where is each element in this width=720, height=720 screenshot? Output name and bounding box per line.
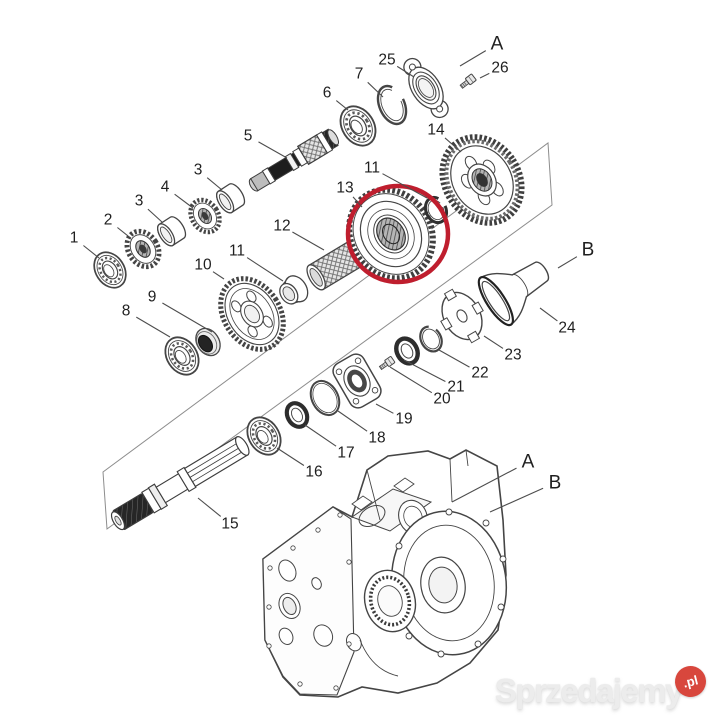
leader-line-17-27: [304, 424, 337, 447]
part-label-2-1: 2: [104, 212, 113, 229]
leader-line-B-19: [557, 256, 578, 269]
leader-line-20-24: [389, 366, 433, 394]
part-label-22-22: 22: [471, 365, 488, 382]
part-label-3-4: 3: [194, 162, 203, 179]
leader-line-8-18: [136, 316, 171, 338]
leader-line-21-23: [403, 359, 446, 382]
part-label-14-11: 14: [427, 122, 445, 139]
leader-line-24-20: [539, 307, 558, 322]
leader-line-11-15: [246, 257, 284, 282]
seal-21: [392, 335, 422, 367]
splined-coupling-12: [306, 241, 364, 291]
leader-line-9-17: [162, 302, 213, 333]
leader-line-23-21: [483, 335, 504, 349]
cone-cover-24: [477, 261, 550, 327]
part-label-B-19: B: [582, 240, 595, 261]
leader-line-3-4: [206, 177, 223, 191]
part-label-11-15: 11: [229, 243, 245, 260]
part-label-18-26: 18: [368, 430, 385, 447]
leader-line-16-28: [276, 447, 305, 466]
snap-ring-7: [376, 84, 408, 126]
leader-line-19-25: [375, 403, 394, 414]
part-label-15-29: 15: [221, 516, 238, 533]
gear-13: [346, 186, 436, 282]
part-label-7-7: 7: [355, 66, 364, 83]
bearing-retainer-19: [332, 353, 382, 409]
leader-line-A-30: [451, 467, 517, 503]
leader-line-4-3: [174, 193, 194, 209]
bolt-26: [458, 73, 477, 91]
leader-line-6-6: [335, 100, 349, 111]
gearbox-housing: [262, 449, 508, 698]
leader-line-B-31: [489, 487, 544, 513]
part-label-19-25: 19: [395, 411, 412, 428]
watermark-text: Sprzedajemy: [494, 672, 684, 709]
part-label-24-20: 24: [558, 320, 576, 337]
leader-line-13-13: [352, 196, 363, 208]
flange-25: [403, 57, 449, 119]
leader-line-A-10: [459, 50, 487, 67]
part-label-26-9: 26: [491, 60, 508, 77]
part-label-A-30: A: [522, 452, 535, 473]
part-label-3-2: 3: [135, 193, 144, 210]
part-label-A-10: A: [491, 34, 504, 55]
leader-line-3-2: [147, 208, 163, 223]
leader-line-11-12: [382, 173, 428, 199]
collar-9: [195, 327, 221, 357]
leader-line-12-14: [292, 231, 325, 251]
gear-14: [439, 134, 525, 226]
leader-line-22-22: [438, 349, 470, 368]
part-label-11-12: 11: [364, 160, 380, 177]
leader-line-10-16: [212, 271, 225, 280]
leader-line-7-7: [367, 81, 384, 98]
leader-line-18-26: [337, 410, 368, 432]
part-label-9-17: 9: [148, 289, 157, 306]
part-label-17-27: 17: [337, 445, 354, 462]
notched-plate-23: [440, 288, 484, 344]
part-label-12-14: 12: [273, 218, 290, 235]
leader-line-5-5: [258, 141, 288, 159]
part-label-25-8: 25: [378, 52, 395, 69]
leader-line-26-9: [479, 72, 490, 79]
bearing-6: [331, 98, 385, 154]
part-label-10-16: 10: [194, 257, 212, 274]
part-label-6-6: 6: [323, 85, 332, 102]
part-label-23-21: 23: [504, 347, 521, 364]
input-shaft-5: [248, 128, 340, 192]
leader-line-2-1: [117, 227, 129, 237]
leader-line-15-29: [197, 497, 222, 517]
part-label-21-23: 21: [447, 379, 464, 396]
highlight-circle: [345, 183, 451, 285]
part-label-4-3: 4: [161, 179, 170, 196]
part-label-5-5: 5: [244, 128, 253, 145]
part-label-8-18: 8: [122, 303, 131, 320]
part-label-B-31: B: [549, 473, 562, 494]
leader-line-25-8: [396, 65, 415, 78]
leader-line-1-0: [83, 245, 100, 259]
bushing-11-left: [279, 275, 309, 305]
o-ring-18: [309, 379, 341, 417]
watermark: Sprzedajemy .pl: [494, 662, 710, 710]
part-label-13-13: 13: [336, 180, 353, 197]
part-label-20-24: 20: [433, 391, 451, 408]
part-label-1-0: 1: [70, 230, 79, 247]
leader-line-14-11: [444, 137, 462, 153]
pto-shaft-15: [110, 436, 250, 531]
gear-10: [218, 276, 286, 352]
bearing-1: [86, 245, 134, 295]
ring-22: [419, 325, 443, 353]
part-label-16-28: 16: [305, 464, 322, 481]
bushing-3-second: [212, 180, 249, 217]
